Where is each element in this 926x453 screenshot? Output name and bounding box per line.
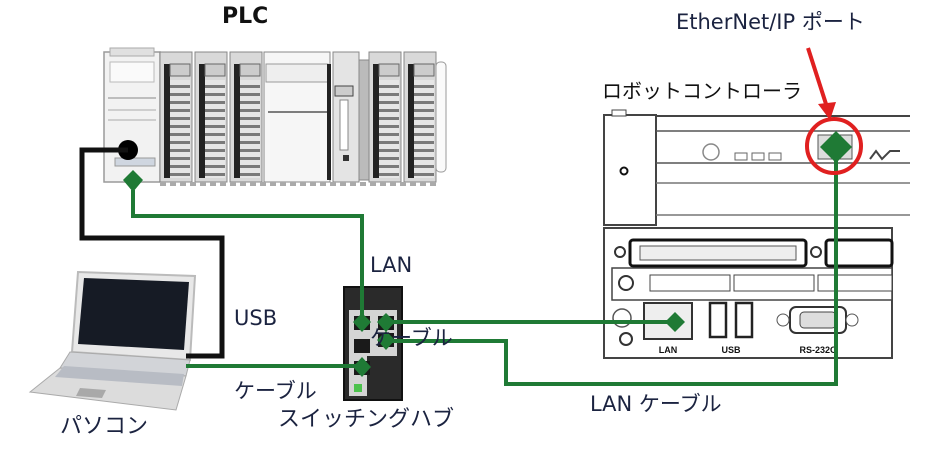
connector-hub-3 [377, 331, 395, 350]
connector-hub-2 [377, 313, 395, 332]
lan-cables [131, 147, 838, 386]
switching-hub-label: スイッチングハブ [278, 407, 455, 432]
lan-cable-top-label: LAN ケーブル [370, 205, 453, 398]
robot-controller-label: ロボットコントローラ [602, 79, 802, 103]
connector-ethernet-ip [820, 131, 852, 163]
pc-laptop [28, 270, 197, 411]
plc-label: PLC [222, 4, 269, 29]
usb-cable-line2: ケーブル [234, 378, 317, 403]
highlight-arrow-shaft [806, 47, 828, 105]
connector-hub-1 [353, 313, 371, 332]
usb-cable [79, 147, 225, 359]
lan-cable-top-line2: ケーブル [370, 325, 453, 350]
ethernet-ip-port-label: EtherNet/IP ポート [676, 10, 865, 34]
lan-cable-plc-hub [131, 190, 364, 322]
hub-unused-port [354, 339, 370, 353]
controller-lan-port-label: LAN [659, 345, 678, 355]
plc-device [103, 47, 447, 186]
ethernet-ip-highlight [805, 47, 863, 175]
controller-usb-port-label: USB [721, 345, 741, 355]
usb-cable-label: USB ケーブル [234, 258, 317, 451]
lan-cable-bottom-label: LAN ケーブル [590, 392, 722, 416]
pc-label: パソコン [60, 414, 149, 439]
usb-cable-line1: USB [234, 306, 278, 331]
connector-controller-lan [665, 312, 685, 332]
lan-cable-hub-ethernet-ip [386, 147, 838, 386]
switching-hub [343, 286, 403, 401]
hub-power-led [354, 384, 362, 392]
highlight-arrow-head [818, 102, 836, 120]
connector-hub-4 [353, 357, 371, 377]
robot-controller-device: LAN USB RS-232C [603, 109, 910, 359]
highlight-circle [805, 117, 863, 175]
controller-rs232c-port-label: RS-232C [799, 345, 837, 355]
lan-connectors [123, 131, 852, 377]
plc-io-modules [159, 51, 447, 183]
lan-cable-top-line1: LAN [370, 253, 413, 278]
connector-plc [123, 170, 143, 192]
